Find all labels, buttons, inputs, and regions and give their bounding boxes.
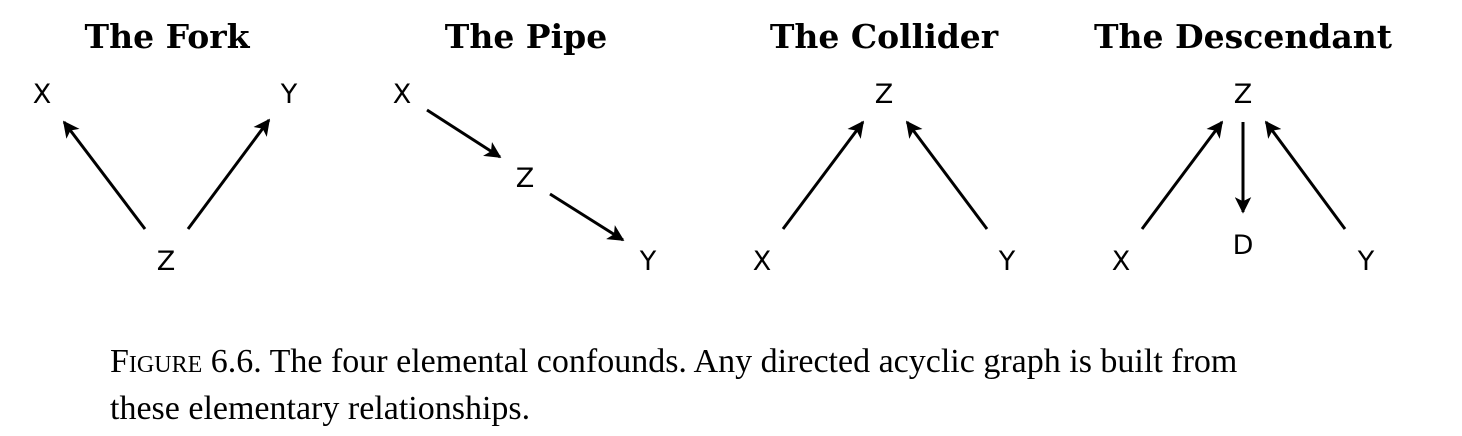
collider-node-x: X — [753, 246, 772, 277]
panel-descendant: The Descendant Z D X Y — [1094, 17, 1393, 277]
descendant-node-y: Y — [1357, 246, 1375, 277]
panel-title-descendant: The Descendant — [1094, 17, 1393, 56]
pipe-edge-x-to-z — [426, 108, 502, 159]
descendant-node-z: Z — [1234, 79, 1253, 110]
collider-edge-x-to-z — [781, 120, 865, 230]
caption-label: Figure 6.6. — [110, 343, 262, 380]
collider-node-y: Y — [998, 246, 1016, 277]
panel-title-fork: The Fork — [85, 17, 251, 56]
collider-edge-y-to-z — [905, 120, 989, 230]
panel-title-pipe: The Pipe — [445, 17, 607, 56]
descendant-edge-x-to-z — [1140, 120, 1224, 230]
panel-collider: The Collider Z X Y — [753, 17, 1016, 277]
descendant-edge-y-to-z — [1264, 120, 1347, 230]
panel-title-collider: The Collider — [770, 17, 999, 56]
descendant-node-x: X — [1112, 246, 1131, 277]
pipe-edge-z-to-y — [549, 192, 625, 242]
figure-caption: Figure 6.6. The four elemental confounds… — [110, 338, 1310, 432]
panel-pipe: The Pipe X Z Y — [393, 17, 657, 277]
fork-node-z: Z — [157, 246, 176, 277]
fork-node-y: Y — [280, 79, 298, 110]
pipe-node-x: X — [393, 79, 412, 110]
fork-edge-z-to-x — [62, 120, 147, 230]
collider-node-z: Z — [875, 79, 894, 110]
pipe-node-y: Y — [639, 246, 657, 277]
fork-node-x: X — [33, 79, 52, 110]
descendant-node-d: D — [1233, 230, 1254, 261]
panel-fork: The Fork X Y Z — [33, 17, 298, 277]
pipe-node-z: Z — [516, 163, 535, 194]
caption-text: The four elemental confounds. Any direct… — [110, 343, 1238, 427]
fork-edge-z-to-y — [186, 118, 271, 230]
